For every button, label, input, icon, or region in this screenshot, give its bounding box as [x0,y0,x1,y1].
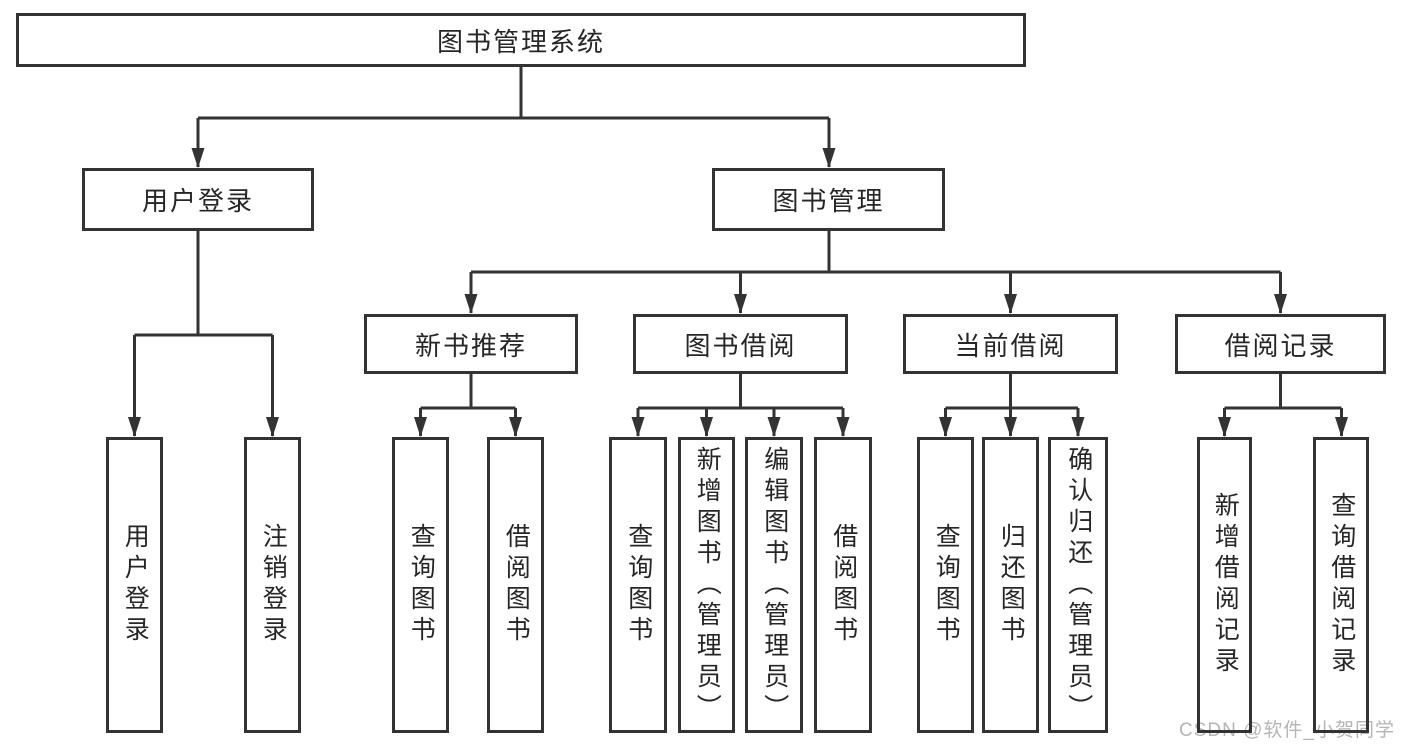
node-borrowing-records: 借阅记录 [1175,314,1386,374]
node-book-management: 图书管理 [712,168,945,231]
leaf-borrow-add-books-admin: 新增图书（管理员） [678,437,735,733]
leaf-current-return-books: 归还图书 [982,437,1039,733]
leaf-user-login: 用户登录 [106,437,163,733]
leaf-current-confirm-return-admin: 确认归还（管理员） [1048,437,1108,733]
leaf-current-query-books: 查询图书 [917,437,974,733]
leaf-logout: 注销登录 [244,437,301,733]
leaf-newrec-borrow-books: 借阅图书 [487,437,544,733]
leaf-borrow-query-books: 查询图书 [609,437,667,733]
leaf-records-add-record: 新增借阅记录 [1197,437,1252,733]
node-root: 图书管理系统 [16,13,1026,67]
leaf-records-query-record: 查询借阅记录 [1313,437,1369,733]
node-new-book-recommend: 新书推荐 [364,314,578,374]
leaf-borrow-borrow-books: 借阅图书 [814,437,872,733]
csdn-watermark: CSDN @软件_小贺同学 [1179,720,1395,741]
leaf-borrow-edit-books-admin: 编辑图书（管理员） [745,437,803,733]
node-book-borrowing: 图书借阅 [633,314,848,374]
node-current-borrowing: 当前借阅 [903,314,1118,374]
node-user-login: 用户登录 [82,168,314,231]
leaf-newrec-query-books: 查询图书 [392,437,449,733]
